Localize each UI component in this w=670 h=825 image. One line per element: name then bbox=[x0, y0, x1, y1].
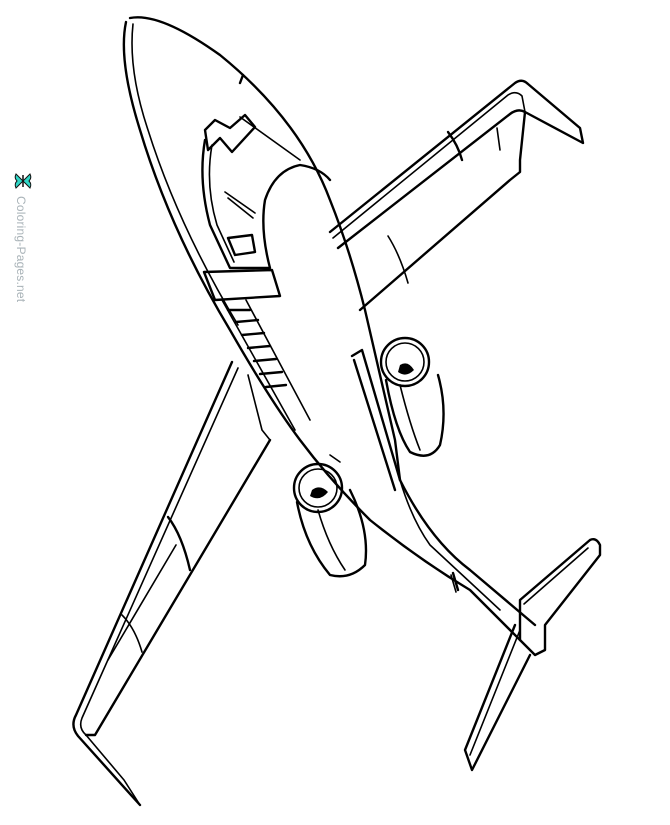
fuselage bbox=[122, 16, 537, 642]
left-wing bbox=[72, 360, 272, 807]
right-wing bbox=[328, 79, 585, 312]
right-engine bbox=[350, 336, 445, 492]
watermark-text: Coloring-Pages.net bbox=[14, 196, 28, 303]
left-engine bbox=[292, 454, 368, 578]
watermark: Coloring-Pages.net bbox=[8, 172, 38, 332]
cabin-windows bbox=[202, 268, 311, 431]
cockpit-windshield bbox=[201, 113, 332, 270]
butterfly-icon bbox=[14, 173, 32, 189]
tail bbox=[450, 537, 602, 772]
